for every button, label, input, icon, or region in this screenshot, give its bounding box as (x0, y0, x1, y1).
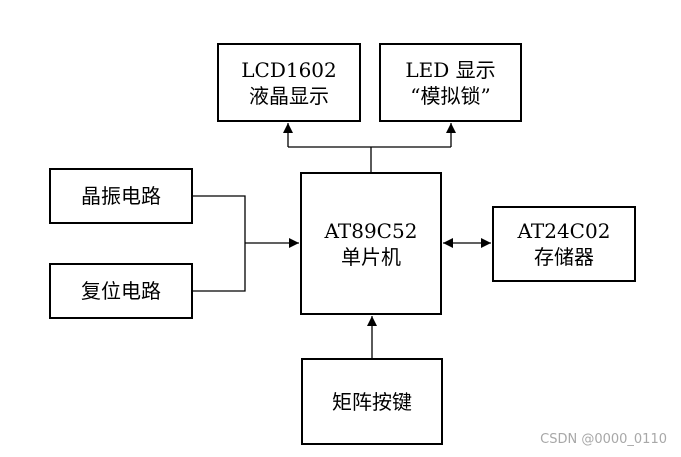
matrix-keypad-block: 矩阵按键 (301, 358, 443, 445)
led-label-desc: “模拟锁” (410, 83, 491, 108)
led-display-block: LED 显示 “模拟锁” (379, 43, 522, 122)
connector-osc (193, 195, 246, 243)
reset-circuit-block: 复位电路 (49, 263, 193, 319)
mcu-block: AT89C52 单片机 (300, 172, 442, 315)
reset-label: 复位电路 (81, 279, 161, 303)
oscillator-label: 晶振电路 (81, 184, 161, 208)
eeprom-label-desc: 存储器 (534, 245, 594, 269)
eeprom-block: AT24C02 存储器 (492, 206, 636, 282)
connector-reset (193, 243, 246, 292)
lcd1602-block: LCD1602 液晶显示 (217, 43, 361, 122)
oscillator-circuit-block: 晶振电路 (49, 168, 193, 224)
mcu-label-model: AT89C52 (324, 218, 418, 243)
lcd-label-desc: 液晶显示 (249, 83, 329, 108)
eeprom-label-model: AT24C02 (517, 219, 611, 243)
keypad-label: 矩阵按键 (332, 389, 412, 414)
lcd-label-model: LCD1602 (241, 57, 337, 82)
mcu-label-desc: 单片机 (341, 244, 401, 269)
watermark-text: CSDN @0000_0110 (540, 432, 667, 447)
led-label-title: LED 显示 (405, 57, 496, 82)
